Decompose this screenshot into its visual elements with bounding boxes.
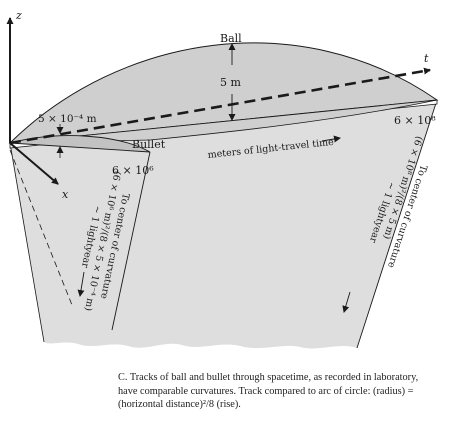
ball-lower-wedge	[9, 99, 438, 144]
time-arrow	[321, 135, 341, 143]
bullet-label: Bullet	[132, 138, 166, 151]
bullet-center-line	[111, 151, 151, 331]
right-center-arrow	[342, 291, 351, 313]
ball-span-label: 6 × 10⁸	[394, 114, 436, 127]
bullet-rise-label: 5 × 10⁻⁴ m	[38, 113, 97, 125]
ball-rise-label: 5 m	[220, 76, 241, 89]
cone-dashed-line	[9, 149, 73, 306]
bullet-span-label: 6 × 10⁶	[112, 164, 154, 177]
ball-track-region	[8, 42, 439, 144]
ball-label: Ball	[220, 32, 242, 45]
ball-center-line	[356, 99, 438, 349]
x-axis	[9, 142, 59, 185]
left-center-arrow	[77, 271, 85, 297]
figure-caption: C. Tracks of ball and bullet through spa…	[118, 372, 419, 411]
curvature-cone	[10, 100, 437, 349]
z-axis-label: z	[15, 9, 22, 22]
cone-edge-left	[9, 142, 45, 343]
t-axis-label: t	[424, 52, 429, 65]
t-axis	[9, 67, 431, 145]
x-axis-label: x	[62, 188, 69, 201]
